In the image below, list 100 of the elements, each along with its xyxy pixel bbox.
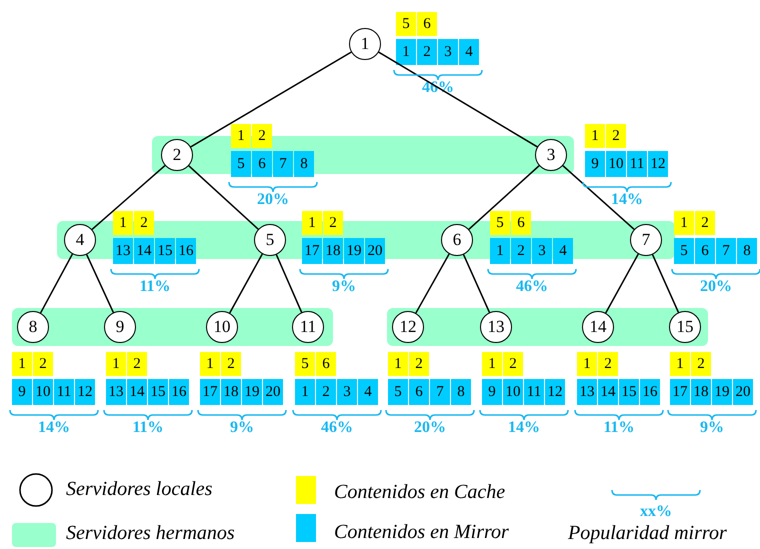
mirror-item: 7 bbox=[430, 379, 450, 405]
mirror-item: 5 bbox=[674, 238, 694, 264]
sibling-band bbox=[12, 308, 333, 346]
mirror-item: 19 bbox=[344, 238, 364, 264]
mirror-item: 3 bbox=[337, 379, 357, 405]
sibling-band bbox=[387, 308, 708, 346]
mirror-item: 1 bbox=[396, 39, 416, 65]
mirror-item: 14 bbox=[127, 379, 147, 405]
cache-item: 1 bbox=[302, 211, 322, 235]
mirror-item: 6 bbox=[409, 379, 429, 405]
cache-item: 2 bbox=[598, 352, 618, 376]
cache-item: 5 bbox=[396, 12, 416, 36]
tree-edge bbox=[86, 254, 114, 313]
mirror-item: 17 bbox=[670, 379, 690, 405]
mirror-item: 11 bbox=[524, 379, 544, 405]
cache-item: 5 bbox=[295, 352, 315, 376]
tree-edge bbox=[562, 165, 635, 230]
mirror-item: 16 bbox=[169, 379, 189, 405]
mirror-item: 20 bbox=[365, 238, 385, 264]
mirror-item: 5 bbox=[388, 379, 408, 405]
mirror-item: 1 bbox=[490, 238, 510, 264]
server-circle: 2 bbox=[161, 139, 193, 171]
mirror-item: 8 bbox=[294, 151, 314, 177]
mirror-item: 2 bbox=[511, 238, 531, 264]
cache-item: 2 bbox=[323, 211, 343, 235]
mirror-item: 13 bbox=[113, 238, 133, 264]
cache-item: 6 bbox=[417, 12, 437, 36]
cache-item: 1 bbox=[577, 352, 597, 376]
legend-label: Servidores hermanos bbox=[66, 522, 235, 545]
cache-item: 1 bbox=[482, 352, 502, 376]
server-circle: 7 bbox=[630, 224, 662, 256]
mirror-item: 13 bbox=[106, 379, 126, 405]
mirror-item: 3 bbox=[438, 39, 458, 65]
mirror-item: 2 bbox=[417, 39, 437, 65]
mirror-item: 4 bbox=[358, 379, 378, 405]
server-circle: 10 bbox=[206, 311, 238, 343]
mirror-item: 13 bbox=[577, 379, 597, 405]
cache-item: 2 bbox=[695, 211, 715, 235]
legend-label: Popularidad mirror bbox=[568, 522, 727, 545]
legend-label: Contenidos en Mirror bbox=[334, 521, 509, 544]
mirror-item: 6 bbox=[252, 151, 272, 177]
cache-item: 2 bbox=[33, 352, 53, 376]
server-circle: 11 bbox=[292, 311, 324, 343]
mirror-item: 12 bbox=[648, 151, 668, 177]
mirror-item: 15 bbox=[148, 379, 168, 405]
cache-item: 5 bbox=[490, 211, 510, 235]
tree-edge bbox=[229, 254, 263, 314]
tree-edge bbox=[468, 165, 540, 230]
tree-edge bbox=[190, 51, 352, 148]
cache-item: 2 bbox=[134, 211, 154, 235]
tree-edge bbox=[652, 254, 680, 313]
mirror-item: 9 bbox=[585, 151, 605, 177]
mirror-item: 20 bbox=[263, 379, 283, 405]
mirror-item: 12 bbox=[545, 379, 565, 405]
mirror-item: 16 bbox=[640, 379, 660, 405]
mirror-item: 1 bbox=[295, 379, 315, 405]
cache-item: 1 bbox=[106, 352, 126, 376]
mirror-item: 7 bbox=[716, 238, 736, 264]
mirror-item: 18 bbox=[323, 238, 343, 264]
cache-item: 2 bbox=[127, 352, 147, 376]
mirror-item: 18 bbox=[691, 379, 711, 405]
mirror-item: 18 bbox=[221, 379, 241, 405]
server-circle: 12 bbox=[392, 311, 424, 343]
mirror-item: 15 bbox=[619, 379, 639, 405]
mirror-item: 3 bbox=[532, 238, 552, 264]
mirror-item: 12 bbox=[75, 379, 95, 405]
mirror-item: 14 bbox=[598, 379, 618, 405]
cache-item: 2 bbox=[691, 352, 711, 376]
server-circle: 4 bbox=[64, 224, 96, 256]
tree-edge bbox=[415, 254, 450, 314]
mirror-item: 6 bbox=[695, 238, 715, 264]
legend-label: Contenidos en Cache bbox=[334, 481, 506, 504]
server-circle: 13 bbox=[480, 311, 512, 343]
cache-item: 2 bbox=[221, 352, 241, 376]
tree-edge bbox=[462, 254, 490, 313]
mirror-item: 8 bbox=[451, 379, 471, 405]
cache-item: 1 bbox=[585, 124, 605, 148]
mirror-item: 14 bbox=[134, 238, 154, 264]
mirror-item: 19 bbox=[712, 379, 732, 405]
mirror-item: 17 bbox=[302, 238, 322, 264]
mirror-item: 11 bbox=[54, 379, 74, 405]
mirror-item: 11 bbox=[627, 151, 647, 177]
mirror-item: 10 bbox=[503, 379, 523, 405]
server-circle: 6 bbox=[441, 224, 473, 256]
server-circle: 8 bbox=[17, 311, 49, 343]
server-circle: 15 bbox=[669, 311, 701, 343]
cache-item: 1 bbox=[670, 352, 690, 376]
cache-item: 1 bbox=[231, 124, 251, 148]
cache-item: 2 bbox=[252, 124, 272, 148]
cache-item: 1 bbox=[113, 211, 133, 235]
legend-label: Servidores locales bbox=[66, 478, 212, 501]
server-circle: 5 bbox=[254, 224, 286, 256]
cache-item: 1 bbox=[674, 211, 694, 235]
mirror-item: 2 bbox=[316, 379, 336, 405]
mirror-item: 8 bbox=[737, 238, 757, 264]
cache-item: 2 bbox=[409, 352, 429, 376]
mirror-item: 10 bbox=[606, 151, 626, 177]
server-circle: 9 bbox=[104, 311, 136, 343]
server-circle: 14 bbox=[582, 311, 614, 343]
tree-edge bbox=[378, 52, 538, 148]
